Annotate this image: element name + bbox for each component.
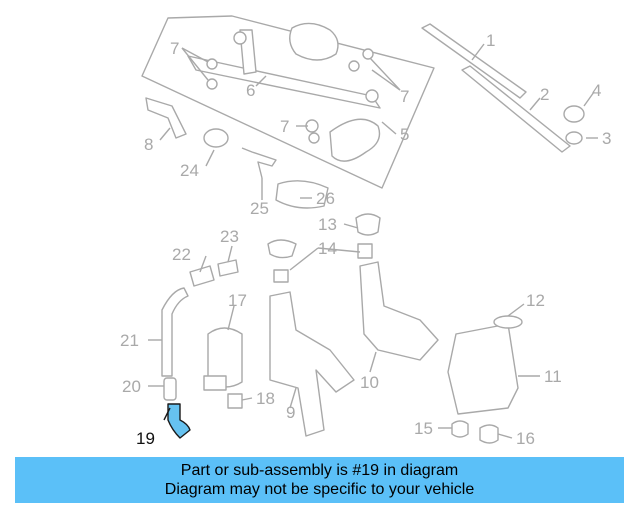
callout-23: 23 bbox=[220, 227, 239, 246]
banner-line-disclaimer: Diagram may not be specific to your vehi… bbox=[164, 481, 475, 498]
callout-17: 17 bbox=[228, 291, 247, 310]
callout-11: 11 bbox=[544, 367, 562, 386]
hose-and-bushing bbox=[161, 287, 243, 409]
callout-20: 20 bbox=[122, 377, 141, 396]
callout-5: 5 bbox=[400, 125, 409, 144]
callout-numbers: 1 2 3 4 5 6 7 7 7 8 9 10 11 12 13 14 15 … bbox=[120, 31, 611, 448]
callout-14: 14 bbox=[318, 239, 337, 258]
callout-8: 8 bbox=[144, 135, 153, 154]
callout-12: 12 bbox=[526, 291, 545, 310]
info-banner: Part or sub-assembly is #19 in diagram D… bbox=[15, 457, 624, 503]
callout-21: 21 bbox=[120, 331, 139, 350]
callout-15: 15 bbox=[414, 419, 433, 438]
washer-reservoir bbox=[269, 261, 439, 437]
callout-2: 2 bbox=[540, 85, 549, 104]
callout-7c: 7 bbox=[280, 117, 289, 136]
callout-18: 18 bbox=[256, 389, 275, 408]
parts-diagram: 1 2 3 4 5 6 7 7 7 8 9 10 11 12 13 14 15 … bbox=[120, 15, 611, 448]
callout-25: 25 bbox=[250, 199, 269, 218]
small-parts-upper bbox=[145, 97, 329, 209]
callout-26: 26 bbox=[316, 189, 335, 208]
wiper-blade-and-arm bbox=[421, 23, 585, 153]
callout-9: 9 bbox=[286, 403, 295, 422]
washer-tank bbox=[447, 315, 523, 444]
callout-13: 13 bbox=[318, 215, 337, 234]
part-19-elbow-connector[interactable] bbox=[163, 403, 191, 439]
callout-4: 4 bbox=[592, 81, 601, 100]
callout-16: 16 bbox=[516, 429, 535, 448]
wiper-linkage-assembly bbox=[141, 15, 435, 189]
callout-19: 19 bbox=[136, 429, 155, 448]
callout-7a: 7 bbox=[170, 39, 179, 58]
callout-24: 24 bbox=[180, 161, 199, 180]
callout-3: 3 bbox=[602, 129, 611, 148]
pump-and-connectors bbox=[189, 213, 381, 391]
callout-7b: 7 bbox=[400, 87, 409, 106]
callout-1: 1 bbox=[486, 31, 495, 50]
callout-22: 22 bbox=[172, 245, 191, 264]
leader-lines bbox=[148, 43, 598, 439]
callout-10: 10 bbox=[360, 373, 379, 392]
callout-6: 6 bbox=[246, 81, 255, 100]
banner-line-part-number: Part or sub-assembly is #19 in diagram bbox=[180, 462, 459, 479]
